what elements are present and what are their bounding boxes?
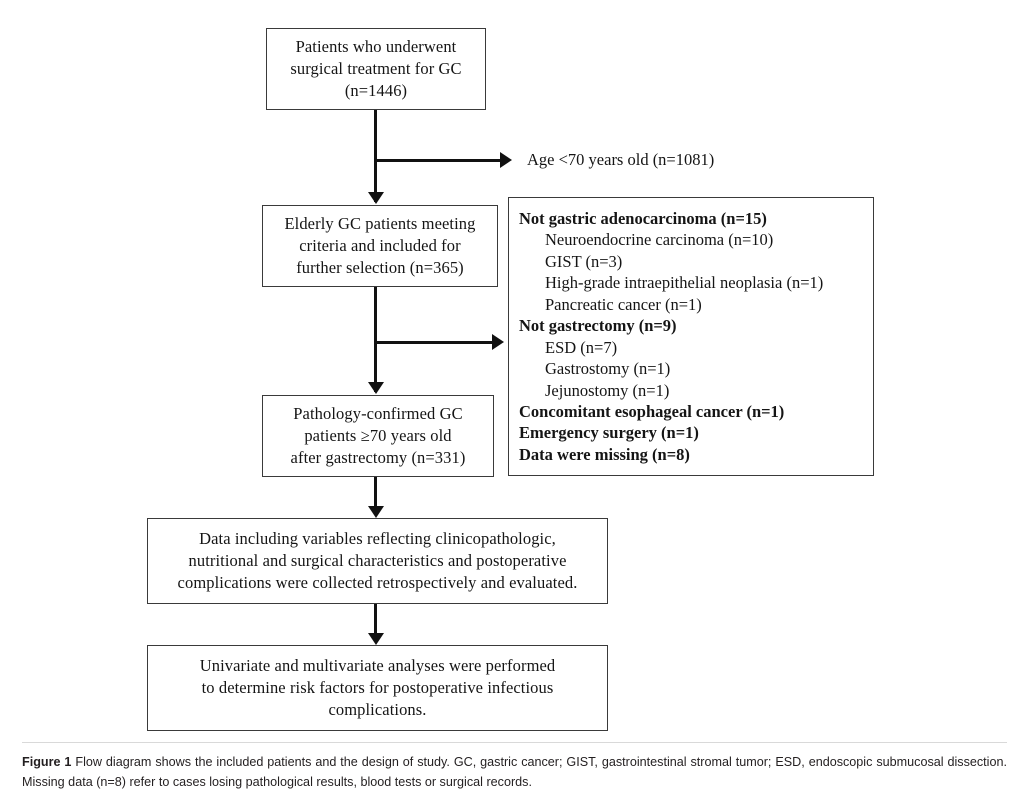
node4-line-1: Data including variables reflecting clin… — [199, 529, 556, 549]
arrowhead-node1-to-node2 — [367, 192, 384, 204]
node3-text: Pathology-confirmed GC patients ≥70 year… — [285, 403, 472, 468]
node-elderly-gc-patients: Elderly GC patients meeting criteria and… — [262, 205, 498, 287]
connector-exclusion-list — [374, 340, 493, 344]
node2-line-1: Elderly GC patients meeting — [284, 214, 476, 234]
node4-line-2: nutritional and surgical characteristics… — [188, 551, 567, 571]
exclusion-item-9: Concomitant esophageal cancer (n=1) — [519, 401, 785, 421]
node4-text: Data including variables reflecting clin… — [172, 528, 584, 593]
arrowhead-node2-to-node3 — [367, 382, 384, 394]
connector-node2-to-node3 — [374, 287, 377, 392]
figure-caption: Figure 1 Flow diagram shows the included… — [22, 752, 1007, 793]
exclusion-age-label: Age <70 years old (n=1081) — [527, 150, 715, 169]
node1-text: Patients who underwent surgical treatmen… — [284, 36, 467, 101]
connector-node1-to-node2 — [374, 110, 377, 202]
arrowhead-node3-to-node4 — [367, 506, 384, 518]
node5-line-1: Univariate and multivariate analyses wer… — [199, 656, 556, 676]
node3-line-1: Pathology-confirmed GC — [293, 404, 463, 424]
arrowhead-exclusion-list — [492, 334, 504, 350]
figure-caption-text: Flow diagram shows the included patients… — [22, 755, 1007, 790]
exclusion-list-box: Not gastric adenocarcinoma (n=15) Neuroe… — [508, 197, 874, 476]
node1-line-3: (n=1446) — [344, 80, 408, 100]
node5-text: Univariate and multivariate analyses wer… — [194, 655, 562, 720]
exclusion-item-8: Jejunostomy (n=1) — [545, 380, 670, 400]
arrowhead-age-exclusion — [500, 152, 512, 168]
exclusion-item-2: GIST (n=3) — [545, 251, 623, 271]
exclusion-item-6: ESD (n=7) — [545, 337, 618, 357]
node2-line-3: further selection (n=365) — [296, 257, 464, 277]
node3-line-3: after gastrectomy (n=331) — [290, 447, 466, 467]
node2-line-2: criteria and included for — [299, 236, 461, 256]
exclusion-item-3: High-grade intraepithelial neoplasia (n=… — [545, 273, 824, 293]
exclusion-item-4: Pancreatic cancer (n=1) — [545, 294, 702, 314]
node-patients-underwent-surgery: Patients who underwent surgical treatmen… — [266, 28, 486, 110]
node-data-collection: Data including variables reflecting clin… — [147, 518, 608, 604]
node-pathology-confirmed-gc: Pathology-confirmed GC patients ≥70 year… — [262, 395, 494, 477]
node4-line-3: complications were collected retrospecti… — [177, 572, 578, 592]
node1-line-2: surgical treatment for GC — [290, 59, 462, 79]
connector-age-exclusion — [374, 158, 502, 162]
node5-line-2: to determine risk factors for postoperat… — [201, 678, 554, 698]
node2-text: Elderly GC patients meeting criteria and… — [278, 213, 481, 278]
exclusion-item-10: Emergency surgery (n=1) — [519, 423, 699, 443]
node3-line-2: patients ≥70 years old — [304, 426, 452, 446]
exclusion-item-7: Gastrostomy (n=1) — [545, 359, 671, 379]
connector-node4-to-node5 — [374, 604, 377, 637]
exclusion-item-5: Not gastrectomy (n=9) — [519, 316, 677, 336]
node-analysis: Univariate and multivariate analyses wer… — [147, 645, 608, 731]
exclusion-item-11: Data were missing (n=8) — [519, 444, 690, 464]
exclusion-item-0: Not gastric adenocarcinoma (n=15) — [519, 209, 767, 228]
connector-node3-to-node4 — [374, 477, 377, 508]
node1-line-1: Patients who underwent — [295, 37, 457, 57]
figure-caption-label: Figure 1 — [22, 755, 72, 769]
caption-divider — [22, 742, 1007, 743]
node5-line-3: complications. — [328, 699, 427, 719]
exclusion-item-1: Neuroendocrine carcinoma (n=10) — [545, 230, 774, 250]
arrowhead-node4-to-node5 — [367, 633, 384, 645]
